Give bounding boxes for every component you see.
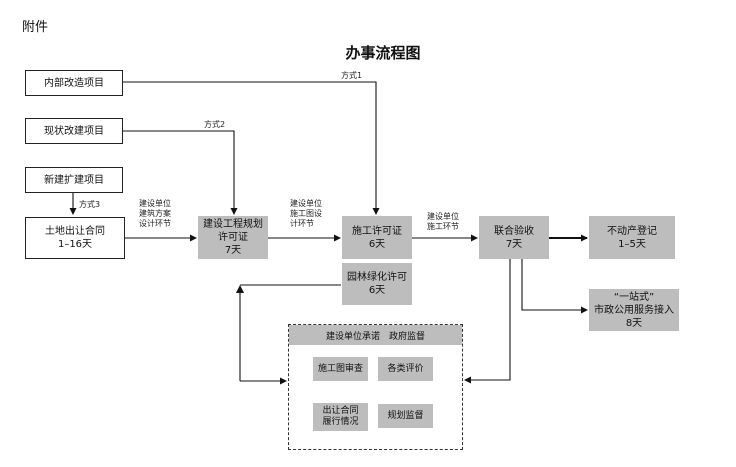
utility-access-label: “一站式”	[613, 291, 655, 303]
utility-access-label-2: 市政公用服务接入	[594, 304, 674, 316]
joint-acceptance-label: 联合验收	[494, 225, 534, 237]
route-3-label: 方式3	[79, 200, 101, 209]
edge-label-construct: 建设单位 施工图设 计环节	[290, 199, 322, 228]
green-permit-box: 园林绿化许可 6天	[342, 263, 412, 305]
page-title: 办事流程图	[345, 44, 421, 62]
route-2-label: 方式2	[204, 120, 226, 129]
property-registration-box: 不动产登记 1–5天	[589, 216, 675, 259]
plan-permit-label: 建设工程规划	[203, 219, 263, 230]
internal-renovation-label: 内部改造项目	[44, 77, 104, 89]
edge-label-accept: 建设单位 施工环节	[427, 212, 459, 231]
land-contract-days: 1–16天	[57, 239, 93, 250]
attachment-label: 附件	[22, 20, 49, 35]
plan-permit-days: 7天	[224, 245, 242, 256]
land-contract-label: 土地出让合同	[45, 226, 105, 237]
route-1-line	[123, 81, 380, 215]
edge-label-plan: 建设单位 建筑方案 设计环节	[139, 199, 171, 228]
construction-permit-label: 施工许可证	[352, 225, 402, 237]
existing-rebuild-box: 现状改建项目	[25, 118, 123, 144]
joint-acceptance-box: 联合验收 7天	[479, 216, 549, 259]
route-1-label: 方式1	[341, 71, 363, 80]
construction-permit-box: 施工许可证 6天	[342, 216, 412, 259]
green-permit-days: 6天	[368, 285, 386, 296]
internal-renovation-box: 内部改造项目	[25, 70, 123, 96]
contract-performance-label: 出让合同	[322, 406, 359, 416]
route-2-line	[123, 130, 238, 215]
property-registration-days: 1–5天	[618, 238, 646, 250]
drawing-review-box: 施工图审查	[313, 357, 368, 381]
drawing-review-label: 施工图审查	[317, 363, 363, 374]
joint-acceptance-days: 7天	[505, 238, 523, 250]
edge-accept-utility	[521, 259, 588, 314]
planning-supervision-label: 规划监督	[387, 410, 424, 421]
property-registration-label: 不动产登记	[607, 225, 657, 237]
utility-access-box: “一站式” 市政公用服务接入 8天	[589, 289, 679, 331]
evaluation-label: 各类评价	[387, 363, 424, 374]
construction-permit-days: 6天	[368, 238, 386, 250]
edge-accept-supervision	[464, 259, 511, 384]
utility-access-days: 8天	[625, 317, 643, 329]
plan-permit-box: 建设工程规划 许可证 7天	[198, 216, 268, 259]
contract-performance-box: 出让合同 履行情况	[313, 403, 368, 431]
supervision-header: 建设单位承诺 政府监督	[289, 325, 462, 345]
land-contract-box: 土地出让合同 1–16天	[25, 217, 125, 259]
supervision-panel: 建设单位承诺 政府监督	[288, 324, 463, 450]
contract-performance-label-2: 履行情况	[322, 417, 359, 427]
new-expansion-box: 新建扩建项目	[25, 167, 123, 193]
planning-supervision-box: 规划监督	[378, 404, 433, 428]
evaluation-box: 各类评价	[378, 357, 433, 381]
existing-rebuild-label: 现状改建项目	[44, 125, 104, 137]
plan-permit-label-2: 许可证	[218, 232, 248, 243]
new-expansion-label: 新建扩建项目	[44, 174, 104, 186]
green-permit-label: 园林绿化许可	[347, 272, 407, 283]
